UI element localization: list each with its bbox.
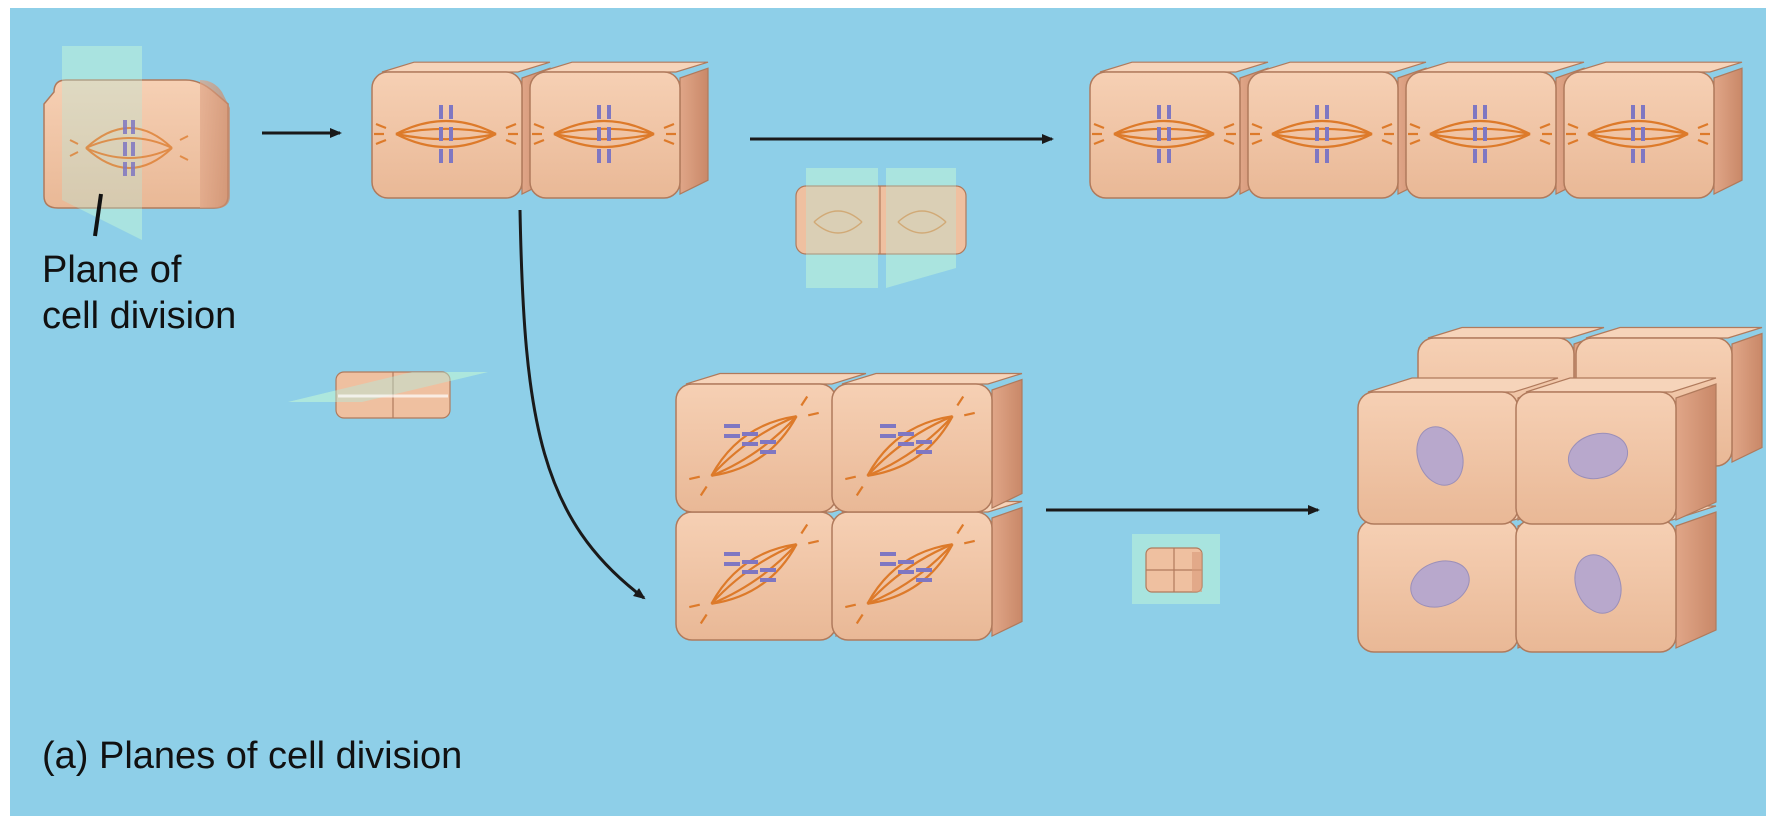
plane-label-line1: Plane of [42, 249, 182, 291]
nucleus [1416, 426, 1464, 486]
plane-label-line2: cell division [42, 294, 237, 337]
spindle [374, 120, 518, 148]
spindle [532, 120, 676, 148]
spindle [1408, 120, 1552, 148]
chromosomes [1631, 105, 1645, 163]
cell-2 [529, 61, 709, 199]
spindle [1566, 120, 1710, 148]
four-cell-row [1089, 61, 1743, 199]
front-cell-4 [1515, 377, 1717, 525]
figure-caption: (a) Planes of cell division [42, 735, 463, 777]
spindle [1092, 120, 1236, 148]
eight-cell-cube [1357, 326, 1763, 653]
chromosomes [597, 105, 611, 163]
chromosomes [1315, 105, 1329, 163]
chromosomes [1473, 105, 1487, 163]
arrow-right-icon [518, 209, 646, 600]
division-plane-icon [288, 371, 488, 419]
spindle [1250, 120, 1394, 148]
front-cell-2 [1515, 505, 1717, 653]
plane-of-division-label: Plane of cell division [42, 248, 236, 339]
nucleus [1574, 554, 1622, 614]
single-dividing-cell [43, 46, 230, 240]
two-by-two-cell-block [675, 372, 1023, 641]
two-cell-row [371, 61, 709, 199]
nucleus [1567, 432, 1629, 480]
chromosomes [439, 105, 453, 163]
chromosomes [1157, 105, 1171, 163]
row-cell-4 [1563, 61, 1743, 199]
plane-pointer-line [93, 193, 103, 237]
division-plane-icon [795, 168, 967, 288]
nucleus [1410, 560, 1470, 608]
dividing-cell-icon [1132, 534, 1220, 604]
